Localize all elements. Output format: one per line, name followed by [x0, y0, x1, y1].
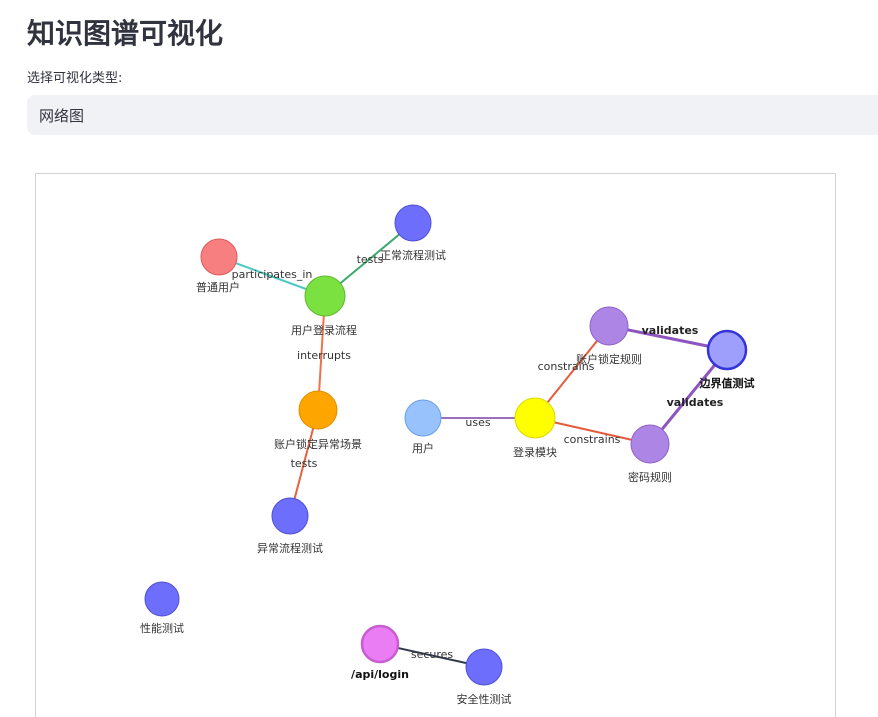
page-title: 知识图谱可视化	[27, 17, 224, 50]
graph-node-label: 账户锁定异常场景	[274, 437, 362, 451]
graph-node-label: 安全性测试	[457, 692, 512, 706]
graph-node-login_flow[interactable]: 用户登录流程	[291, 275, 357, 337]
graph-node-user[interactable]: 用户	[404, 399, 442, 455]
graph-edge-label: tests	[291, 457, 318, 470]
graph-node-label: 用户	[412, 441, 434, 455]
visualization-type-select[interactable]: 网络图	[27, 95, 878, 135]
graph-node-circle[interactable]	[144, 581, 180, 617]
graph-node-circle[interactable]	[394, 204, 432, 242]
graph-node-login_module[interactable]: 登录模块	[513, 397, 557, 459]
visualization-type-value: 网络图	[39, 106, 85, 125]
graph-node-label: 正常流程测试	[380, 248, 446, 262]
graph-edge-label: tests	[357, 253, 384, 266]
graph-node-circle[interactable]	[200, 238, 238, 276]
graph-edge-label: interrupts	[297, 349, 351, 362]
graph-node-circle[interactable]	[589, 306, 629, 346]
graph-node-label: 密码规则	[628, 470, 672, 484]
graph-node-lock_rule[interactable]: 账户锁定规则	[576, 306, 642, 366]
graph-edge-label: uses	[465, 416, 490, 429]
graph-node-boundary_test[interactable]: 边界值测试	[699, 329, 755, 390]
graph-node-label: 边界值测试	[699, 376, 755, 390]
graph-node-abnormal_test[interactable]: 异常流程测试	[257, 497, 323, 555]
graph-edge-label: validates	[642, 324, 699, 337]
graph-node-label: 用户登录流程	[291, 323, 357, 337]
graph-node-circle[interactable]	[298, 390, 338, 430]
visualization-type-label: 选择可视化类型:	[27, 71, 123, 86]
graph-node-label: 登录模块	[513, 445, 557, 459]
graph-node-circle[interactable]	[630, 424, 670, 464]
graph-edge-label: participates_in	[232, 268, 313, 281]
graph-node-circle[interactable]	[465, 648, 503, 686]
graph-node-circle[interactable]	[514, 397, 556, 439]
graph-node-api_login[interactable]: /api/login	[351, 624, 409, 681]
graph-edge-label: secures	[411, 648, 454, 661]
graph-node-label: 异常流程测试	[257, 541, 323, 555]
graph-edge-labels: participates_intestsinterruptstestsusesc…	[232, 253, 724, 661]
graph-edge-label: validates	[667, 396, 724, 409]
graph-edge-password_rule-boundary_test[interactable]	[648, 348, 729, 446]
graph-node-circle[interactable]	[304, 275, 346, 317]
graph-node-password_rule[interactable]: 密码规则	[628, 424, 672, 484]
knowledge-graph-svg[interactable]: participates_intestsinterruptstestsusesc…	[36, 174, 837, 717]
graph-node-label: 账户锁定规则	[576, 352, 642, 366]
graph-node-label: 性能测试	[140, 621, 184, 635]
graph-node-circle[interactable]	[360, 624, 400, 664]
graph-node-label: /api/login	[351, 668, 409, 681]
graph-node-perf_test[interactable]: 性能测试	[140, 581, 184, 635]
graph-node-regular_user[interactable]: 普通用户	[196, 238, 240, 294]
graph-edge-label: constrains	[564, 433, 621, 446]
graph-node-circle[interactable]	[271, 497, 309, 535]
graph-node-circle[interactable]	[404, 399, 442, 437]
graph-node-normal_test[interactable]: 正常流程测试	[380, 204, 446, 262]
graph-node-label: 普通用户	[196, 280, 240, 294]
graph-node-lock_scene[interactable]: 账户锁定异常场景	[274, 390, 362, 451]
graph-edge-label: constrains	[538, 360, 595, 373]
graph-node-circle[interactable]	[706, 329, 748, 371]
graph-node-security_test[interactable]: 安全性测试	[457, 648, 512, 706]
